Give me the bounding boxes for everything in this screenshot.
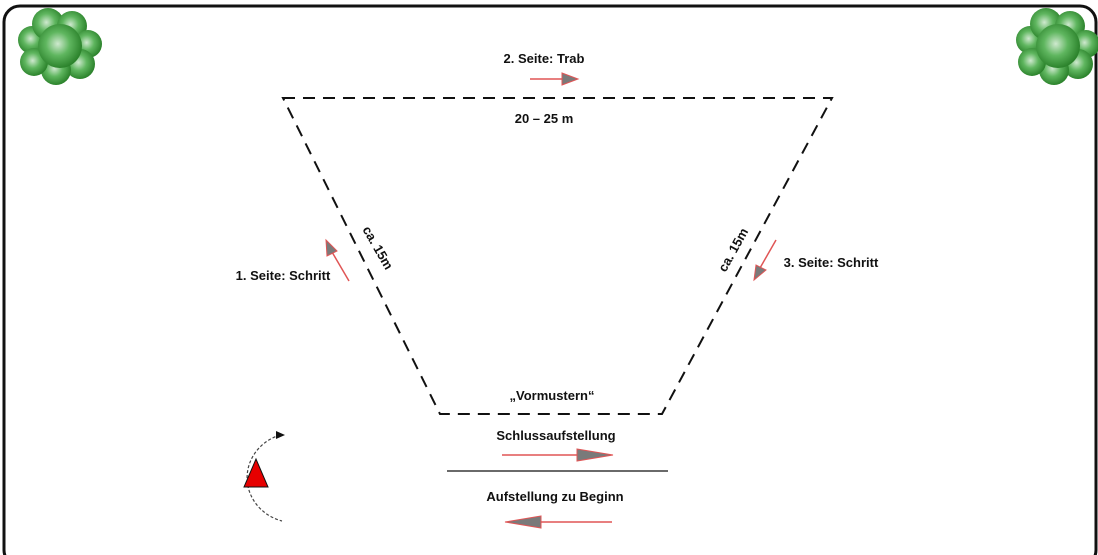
- walk-direction-arrow-left: [325, 238, 350, 282]
- tree-icon: [18, 8, 102, 85]
- turn-path: [246, 434, 283, 522]
- course-trapezoid: [281, 97, 834, 415]
- arena-border: [2, 4, 1098, 555]
- walk-direction-arrow-right: [753, 239, 777, 282]
- initial-lineup-label: Aufstellung zu Beginn: [486, 489, 623, 504]
- final-lineup-arrow: [502, 448, 614, 462]
- initial-lineup-arrow: [504, 515, 612, 529]
- red-triangle-icon: [243, 457, 269, 488]
- judge-position: [243, 431, 285, 522]
- side3-label: 3. Seite: Schritt: [784, 255, 879, 270]
- trot-direction-arrow: [530, 72, 580, 86]
- vormustern-label: „Vormustern“: [510, 388, 595, 403]
- turn-arrowhead-icon: [276, 431, 285, 439]
- final-lineup-label: Schlussaufstellung: [496, 428, 615, 443]
- tree-icon: [1016, 8, 1098, 85]
- side1-label: 1. Seite: Schritt: [236, 268, 331, 283]
- width-label: 20 – 25 m: [515, 111, 574, 126]
- side2-label: 2. Seite: Trab: [504, 51, 585, 66]
